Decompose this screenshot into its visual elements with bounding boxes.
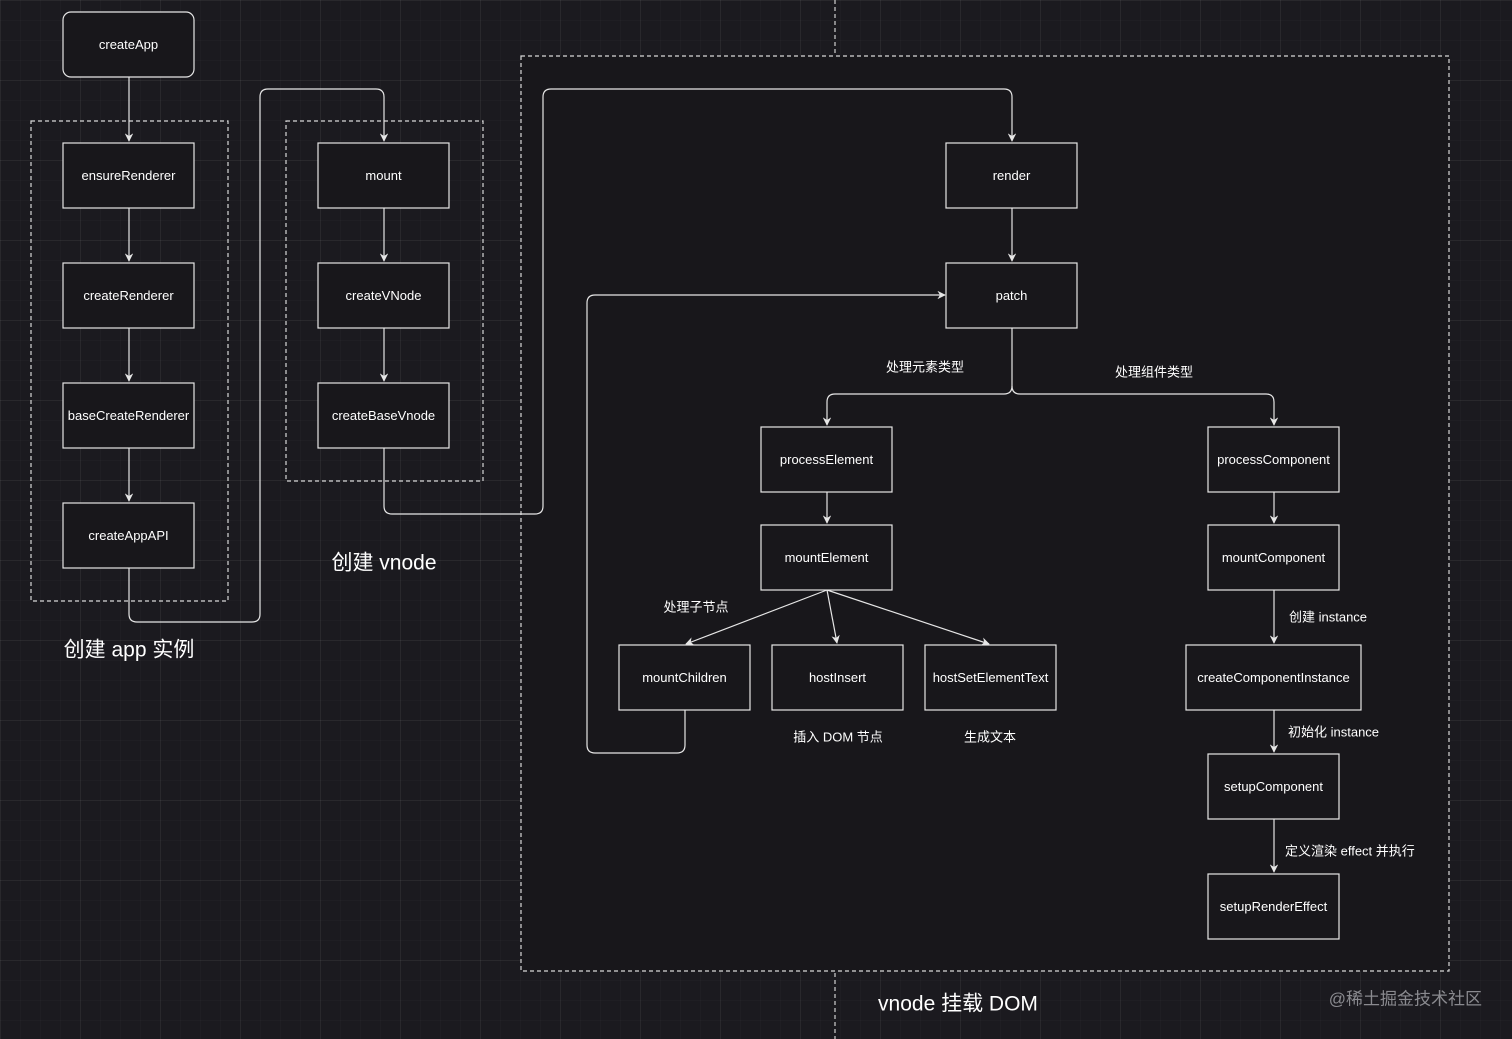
node-label: hostInsert [809, 670, 866, 685]
node-label: setupRenderEffect [1220, 899, 1328, 914]
edge-createappapi-mount [128, 88, 389, 623]
node-label: hostSetElementText [933, 670, 1049, 685]
edge-patch-processelement [822, 328, 1013, 426]
label-process-element-type: 处理元素类型 [886, 360, 964, 375]
node-createrenderer: createRenderer [62, 262, 195, 329]
node-createcomponentinstance: createComponentInstance [1185, 644, 1362, 711]
edge-createbasevnode-render [383, 88, 1017, 515]
node-processelement: processElement [760, 426, 893, 493]
node-mount: mount [317, 142, 450, 209]
node-processcomponent: processComponent [1207, 426, 1340, 493]
node-label: baseCreateRenderer [68, 408, 190, 423]
edge-mountelement-hostinsert [826, 589, 840, 644]
watermark-text: @稀土掘金技术社区 [1329, 990, 1482, 1009]
label-create-vnode: 创建 vnode [331, 552, 436, 575]
node-label: createComponentInstance [1197, 670, 1349, 685]
node-hostinsert: hostInsert [771, 644, 904, 711]
node-label: createAppAPI [88, 528, 168, 543]
node-setupcomponent: setupComponent [1207, 753, 1340, 820]
label-insert-dom-node: 插入 DOM 节点 [793, 730, 883, 745]
node-createbasevnode: createBaseVnode [317, 382, 450, 449]
label-generate-text: 生成文本 [964, 730, 1016, 745]
node-ensurerenderer: ensureRenderer [62, 142, 195, 209]
node-label: render [993, 168, 1031, 183]
edge-patch-processcomponent [1011, 385, 1279, 426]
node-createvnode: createVNode [317, 262, 450, 329]
node-createapp: createApp [62, 11, 195, 78]
edge-mountelement-mountchildren [685, 589, 828, 646]
node-label: ensureRenderer [82, 168, 177, 183]
node-label: createBaseVnode [332, 408, 435, 423]
node-mountcomponent: mountComponent [1207, 524, 1340, 591]
label-init-instance: 初始化 instance [1288, 725, 1379, 740]
node-label: processComponent [1217, 452, 1330, 467]
edges [124, 77, 1279, 873]
node-createappapi: createAppAPI [62, 502, 195, 569]
node-label: patch [996, 288, 1028, 303]
node-label: mount [365, 168, 402, 183]
node-setuprendereffect: setupRenderEffect [1207, 873, 1340, 940]
node-patch: patch [945, 262, 1078, 329]
node-label: mountElement [785, 550, 869, 565]
group-labels: 创建 app 实例 创建 vnode vnode 挂载 DOM @稀土掘金技术社… [64, 552, 1482, 1016]
edge-mountchildren-patch [586, 290, 946, 754]
node-label: setupComponent [1224, 779, 1323, 794]
node-render: render [945, 142, 1078, 209]
node-label: createVNode [346, 288, 422, 303]
edge-labels: 处理元素类型 处理组件类型 处理子节点 插入 DOM 节点 生成文本 创建 in… [663, 360, 1414, 859]
node-hostsetelementtext: hostSetElementText [924, 644, 1057, 711]
node-mountelement: mountElement [760, 524, 893, 591]
node-label: createApp [99, 37, 158, 52]
node-mountchildren: mountChildren [618, 644, 751, 711]
edge-mountelement-hostsetelementtext [826, 589, 990, 646]
node-label: mountComponent [1222, 550, 1326, 565]
node-label: mountChildren [642, 670, 727, 685]
label-vnode-mount-dom: vnode 挂载 DOM [878, 993, 1038, 1016]
node-label: createRenderer [83, 288, 174, 303]
label-create-app-instance: 创建 app 实例 [64, 639, 195, 662]
label-process-component-type: 处理组件类型 [1115, 365, 1193, 380]
label-create-instance: 创建 instance [1289, 610, 1367, 625]
label-define-render-effect: 定义渲染 effect 并执行 [1285, 844, 1415, 859]
node-label: processElement [780, 452, 874, 467]
label-process-children: 处理子节点 [663, 600, 728, 615]
node-basecreaterenderer: baseCreateRenderer [62, 382, 195, 449]
